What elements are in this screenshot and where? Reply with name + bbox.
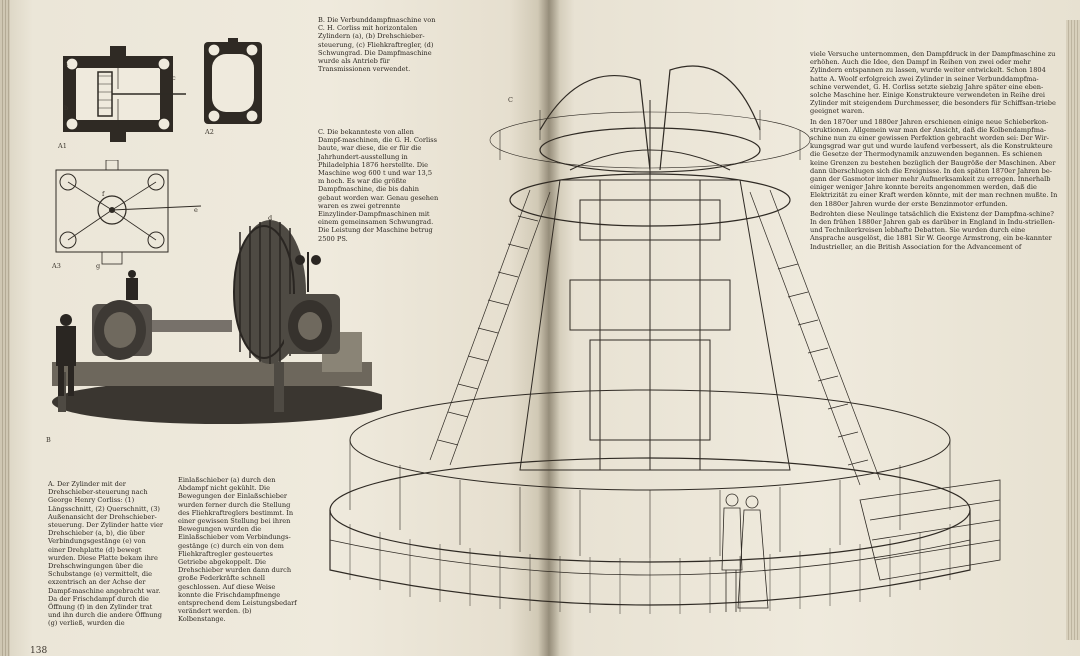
part-label-e: e bbox=[194, 206, 198, 214]
caption-b: B. Die Verbunddampfmaschine von C. H. Co… bbox=[318, 16, 438, 75]
figure-a1-cylinder-section bbox=[63, 46, 186, 142]
caption-a-text-2: Einlaßschieber (a) durch den Abdampf nic… bbox=[178, 476, 297, 624]
caption-a-column-2: Einlaßschieber (a) durch den Abdampf nic… bbox=[178, 476, 298, 626]
caption-a-text-1: A. Der Zylinder mit der Drehschieber-ste… bbox=[48, 480, 164, 628]
figure-label-a2: A2 bbox=[205, 128, 214, 136]
figure-c-centennial-engine bbox=[329, 65, 1001, 614]
part-label-f: f bbox=[102, 190, 105, 198]
part-label-a: a bbox=[64, 60, 68, 68]
figure-label-a1: A1 bbox=[58, 142, 67, 150]
figure-a3-valve-gear bbox=[55, 160, 202, 265]
part-label-d: d bbox=[268, 214, 273, 222]
part-label-g: g bbox=[96, 262, 101, 270]
caption-b-text: B. Die Verbunddampfmaschine von C. H. Co… bbox=[318, 16, 436, 74]
figure-label-b: B bbox=[46, 436, 51, 444]
caption-c-text: C. Die bekannteste von allen Dampf-masch… bbox=[318, 128, 439, 243]
body-paragraph-3: Bedrohten diese Neulinge tatsächlich die… bbox=[810, 209, 1055, 251]
body-text: viele Versuche unternommen, den Dampfdru… bbox=[810, 50, 1060, 253]
page-number: 138 bbox=[30, 646, 48, 656]
caption-c: C. Die bekannteste von allen Dampf-masch… bbox=[318, 128, 440, 245]
page-edges-left bbox=[0, 0, 10, 656]
figure-label-c: C bbox=[508, 96, 513, 104]
figure-b-compound-engine bbox=[52, 220, 382, 424]
body-paragraph-1: viele Versuche unternommen, den Dampfdru… bbox=[810, 50, 1056, 116]
part-label-c: c bbox=[172, 74, 176, 82]
part-label-b: b bbox=[64, 104, 69, 112]
right-page: viele Versuche unternommen, den Dampfdru… bbox=[548, 0, 1080, 656]
book-gutter bbox=[538, 0, 560, 656]
page-edges-right bbox=[1066, 20, 1080, 640]
figure-label-a3: A3 bbox=[52, 262, 61, 270]
caption-a-column-1: A. Der Zylinder mit der Drehschieber-ste… bbox=[48, 480, 164, 630]
left-page: A1 A2 A3 B C a b c d e f g bbox=[0, 0, 548, 656]
figure-a2-cross-section bbox=[204, 38, 262, 124]
body-paragraph-2: In den 1870er und 1880er Jahren erschien… bbox=[810, 117, 1058, 208]
